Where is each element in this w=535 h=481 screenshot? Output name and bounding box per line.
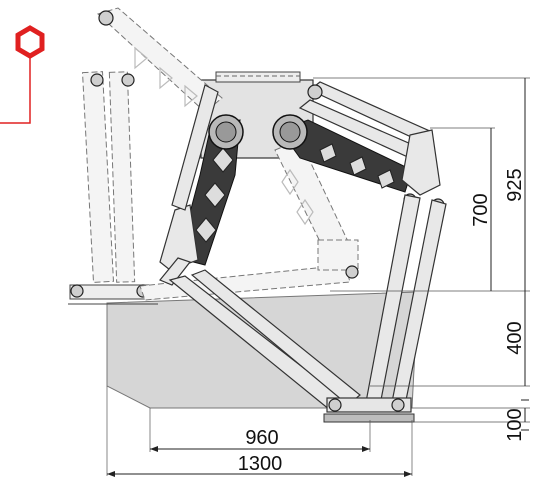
dim-total-height: 925 (504, 168, 526, 201)
horizontal-dimensions (106, 386, 413, 477)
ghost-arm-center (274, 139, 359, 279)
dark-arm-right (272, 114, 445, 212)
strut-upper-right (298, 81, 434, 159)
strut-lower-diagonal (168, 269, 361, 411)
dim-base-offset: 100 (504, 408, 526, 441)
dim-workspace-height: 400 (504, 321, 526, 354)
hexagon-nut-icon (0, 25, 45, 124)
end-effector (323, 397, 415, 423)
strut-left (159, 84, 219, 286)
ghost-arm-left (81, 7, 223, 283)
vertical-dimensions (313, 77, 530, 431)
dark-arm-left (159, 114, 244, 271)
dim-outer-width: 1300 (238, 453, 283, 475)
dim-arm-height: 700 (470, 193, 492, 226)
dim-inner-width: 960 (245, 427, 278, 449)
